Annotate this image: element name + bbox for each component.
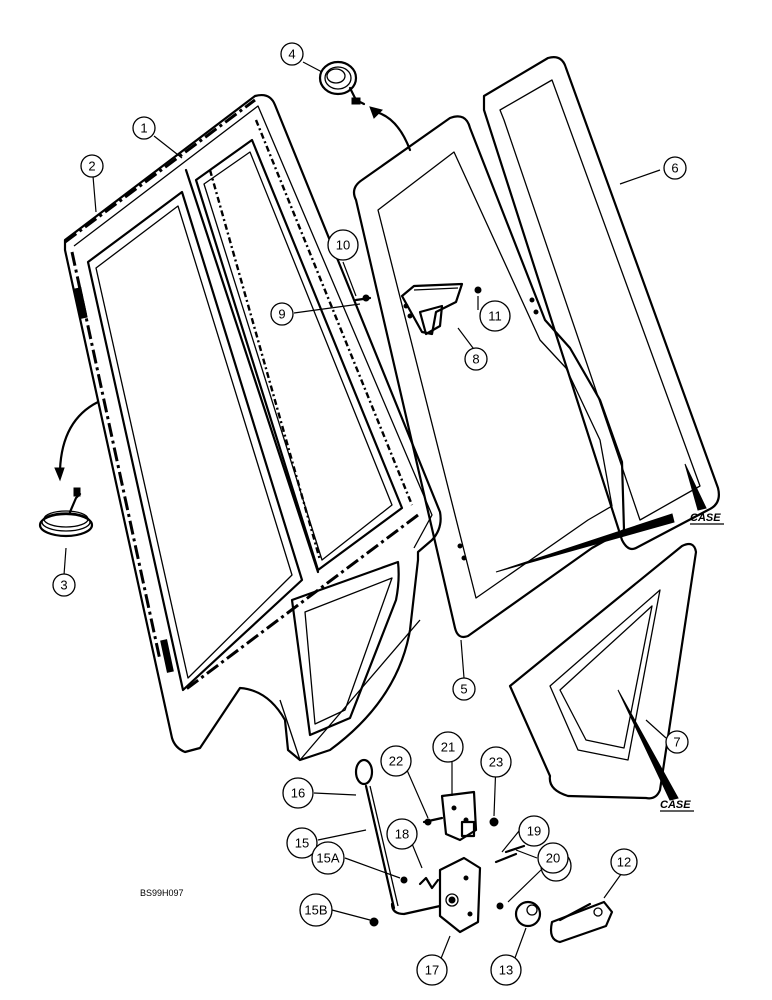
arrow-4-to-window (374, 110, 412, 152)
callout-6: 6 (663, 156, 687, 180)
latch-body-17 (438, 856, 482, 934)
svg-text:13: 13 (499, 963, 513, 978)
case-decal-upper: CASE (690, 512, 724, 525)
door-glass-5 (352, 115, 626, 639)
callout-23: 23 (480, 746, 512, 778)
svg-text:19: 19 (527, 824, 541, 839)
screw-9-10 (354, 294, 372, 302)
callout-3: 3 (52, 573, 76, 597)
svg-text:20: 20 (546, 851, 560, 866)
callout-1: 1 (132, 116, 156, 140)
svg-text:18: 18 (395, 827, 409, 842)
screws-19-20 (494, 844, 526, 864)
handle-12 (549, 900, 614, 944)
svg-text:17: 17 (425, 963, 439, 978)
callout-8: 8 (464, 347, 488, 371)
case-decal-lower: CASE (660, 799, 694, 812)
lower-glass-7 (508, 542, 698, 800)
callout-13: 13 (490, 954, 522, 986)
callout-21: 21 (432, 731, 464, 763)
svg-text:5: 5 (460, 682, 467, 697)
drawing-code: BS99H097 (140, 888, 184, 898)
latch-plate-21 (440, 790, 478, 842)
nut-23 (489, 817, 499, 827)
callout-20: 20 (537, 842, 569, 874)
callout-10: 10 (327, 229, 359, 261)
svg-text:3: 3 (60, 578, 67, 593)
callout-9: 9 (270, 302, 294, 326)
seal-coil-4 (318, 60, 366, 106)
svg-text:11: 11 (488, 309, 502, 324)
callout-15B: 15B (299, 893, 333, 927)
arrow-3-to-frame (58, 400, 100, 472)
rear-glass-6 (482, 56, 720, 551)
spring-18 (418, 876, 440, 890)
clip-15A (400, 876, 408, 884)
seal-coil-3 (38, 487, 94, 538)
svg-text:16: 16 (291, 786, 305, 801)
callout-2: 2 (80, 154, 104, 178)
callout-15A: 15A (311, 841, 345, 875)
callout-5: 5 (452, 677, 476, 701)
svg-text:CASE: CASE (690, 512, 721, 524)
svg-text:15: 15 (295, 836, 309, 851)
nut-15B (369, 917, 379, 927)
callout-19: 19 (518, 815, 550, 847)
callout-11: 11 (479, 300, 511, 332)
arrow-3-head (54, 467, 65, 482)
svg-text:6: 6 (671, 161, 678, 176)
callout-15: 15 (286, 827, 318, 859)
decal-leader-lower (495, 513, 675, 573)
svg-text:23: 23 (489, 755, 503, 770)
arrow-4-head (369, 106, 383, 119)
svg-text:15A: 15A (316, 851, 339, 866)
decal-leader-upper (684, 463, 707, 511)
svg-text:12: 12 (617, 855, 631, 870)
callout-22: 22 (380, 745, 412, 777)
svg-text:2: 2 (88, 159, 95, 174)
svg-text:22: 22 (389, 754, 403, 769)
lock-cylinder-13 (514, 900, 542, 928)
svg-text:21: 21 (441, 740, 455, 755)
decal-leader-lower-glass (617, 689, 679, 801)
callout-18: 18 (386, 818, 418, 850)
callout-4: 4 (280, 42, 304, 66)
washer-14 (496, 902, 504, 910)
latch-rod-15 (354, 758, 442, 916)
screw-22 (422, 816, 444, 826)
latch-bracket-8 (400, 282, 464, 336)
leader-lines (63, 61, 667, 967)
svg-text:15B: 15B (304, 903, 327, 918)
callout-17: 17 (416, 954, 448, 986)
callout-7: 7 (665, 730, 689, 754)
svg-text:7: 7 (673, 735, 680, 750)
svg-text:8: 8 (472, 352, 479, 367)
svg-text:CASE: CASE (660, 799, 691, 811)
svg-text:10: 10 (336, 238, 350, 253)
callout-12: 12 (610, 848, 638, 876)
door-frame (63, 93, 442, 762)
svg-text:1: 1 (140, 121, 147, 136)
svg-text:9: 9 (278, 307, 285, 322)
nut-11 (474, 286, 482, 294)
svg-text:4: 4 (288, 47, 295, 62)
callout-16: 16 (282, 777, 314, 809)
